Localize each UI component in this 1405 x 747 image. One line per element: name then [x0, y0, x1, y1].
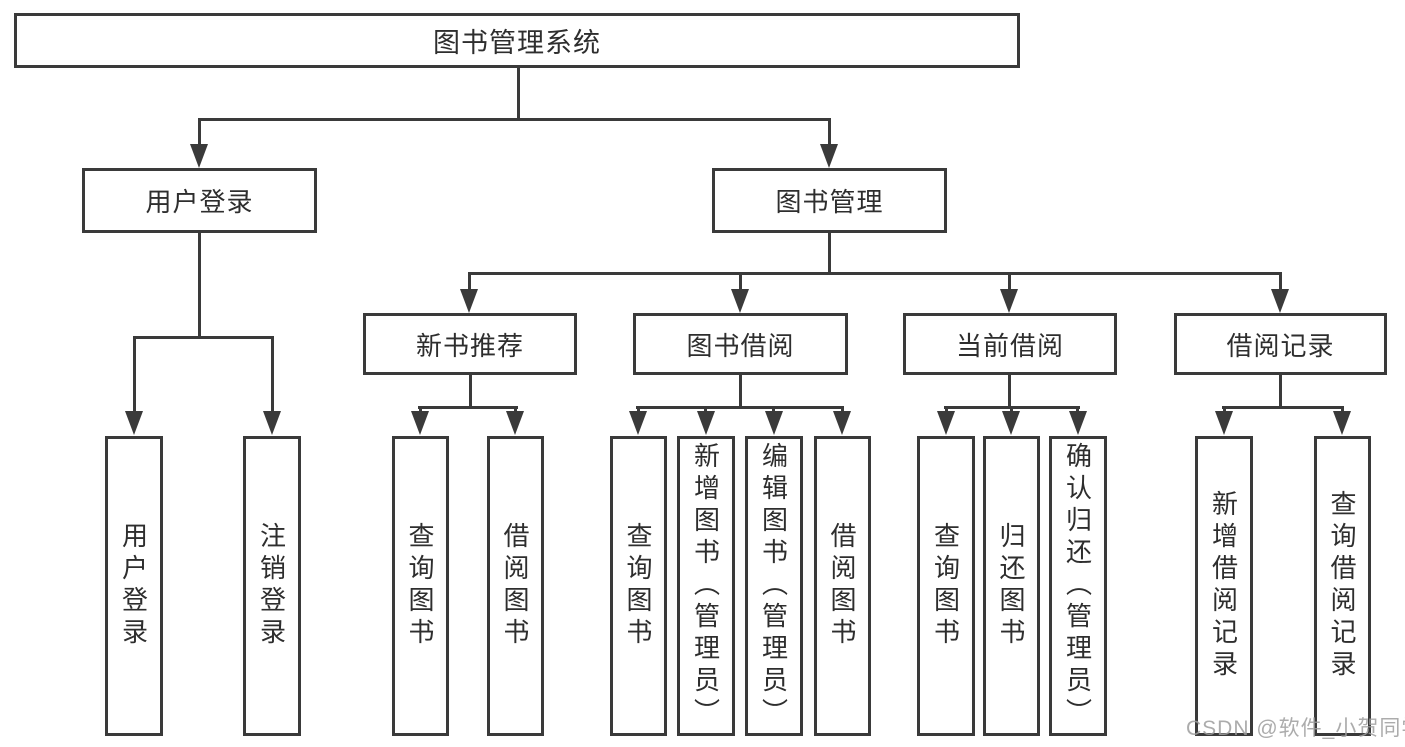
arrow-into-leaf-logout-icon [263, 411, 281, 435]
arrow-into-leaf-confirm-return-icon [1069, 411, 1087, 435]
edge-to-book-management [828, 118, 831, 146]
arrow-into-new-book-icon [460, 289, 478, 313]
leaf-borrow-books-b: 借阅图书 [814, 436, 871, 736]
edge-to-leaf-confirm-return [1076, 406, 1079, 414]
leaf-borrow-books-a: 借阅图书 [487, 436, 544, 736]
edge-borrow-records-branch [1222, 406, 1344, 409]
leaf-query-books-c: 查询图书 [917, 436, 975, 736]
edge-book-management-branch [468, 272, 1282, 275]
edge-to-new-book [468, 272, 471, 291]
edge-to-leaf-add-record [1223, 406, 1226, 414]
edge-book-borrow-branch [636, 406, 844, 409]
node-current-borrow-label: 当前借阅 [955, 330, 1064, 361]
arrow-into-leaf-query-books-a-icon [411, 411, 429, 435]
edge-new-book-branch [418, 406, 518, 409]
arrow-into-user-login-icon [190, 144, 208, 168]
leaf-query-books-b: 查询图书 [610, 436, 667, 736]
edge-root-stem [517, 68, 520, 118]
node-borrow-records: 借阅记录 [1174, 313, 1387, 375]
arrow-into-leaf-borrow-books-b-icon [833, 411, 851, 435]
node-library-system: 图书管理系统 [14, 13, 1020, 68]
edge-user-login-branch [133, 336, 274, 339]
leaf-return-books-label: 归还图书 [996, 522, 1026, 650]
edge-to-book-borrow [739, 272, 742, 291]
edge-to-leaf-return-books [1010, 406, 1013, 414]
leaf-query-books-a: 查询图书 [392, 436, 449, 736]
node-user-login-label: 用户登录 [145, 187, 254, 217]
node-borrow-records-label: 借阅记录 [1226, 330, 1335, 361]
node-book-borrow: 图书借阅 [633, 313, 848, 375]
edge-to-leaf-query-record [1341, 406, 1344, 414]
edge-user-login-stem [198, 233, 201, 338]
leaf-query-borrow-record-label: 查询借阅记录 [1327, 490, 1357, 682]
leaf-confirm-return-admin: 确认归还（管理员） [1049, 436, 1107, 736]
leaf-add-books-admin-label: 新增图书（管理员） [690, 442, 721, 730]
arrow-into-leaf-query-record-icon [1333, 411, 1351, 435]
node-book-management: 图书管理 [712, 168, 947, 233]
leaf-query-books-a-label: 查询图书 [405, 522, 435, 650]
edge-borrow-records-stem [1279, 375, 1282, 408]
arrow-into-leaf-return-books-icon [1002, 411, 1020, 435]
edge-to-leaf-logout [271, 336, 274, 413]
edge-current-borrow-stem [1008, 375, 1011, 408]
edge-to-current-borrow [1008, 272, 1011, 291]
arrow-into-leaf-edit-books-icon [765, 411, 783, 435]
arrow-into-leaf-add-record-icon [1215, 411, 1233, 435]
node-library-system-label: 图书管理系统 [433, 28, 601, 58]
leaf-logout: 注销登录 [243, 436, 301, 736]
arrow-into-leaf-add-books-icon [697, 411, 715, 435]
edge-to-user-login [198, 118, 201, 146]
edge-new-book-stem [469, 375, 472, 408]
leaf-user-login-label: 用户登录 [118, 522, 149, 650]
edge-to-leaf-edit-books [772, 406, 775, 414]
arrow-into-leaf-query-books-c-icon [937, 411, 955, 435]
edge-to-leaf-login [133, 336, 136, 413]
leaf-borrow-books-b-label: 借阅图书 [827, 522, 857, 650]
leaf-return-books: 归还图书 [983, 436, 1040, 736]
leaf-query-books-b-label: 查询图书 [623, 522, 653, 650]
arrow-into-leaf-borrow-books-a-icon [506, 411, 524, 435]
leaf-user-login: 用户登录 [105, 436, 163, 736]
leaf-add-borrow-record-label: 新增借阅记录 [1208, 490, 1239, 682]
arrow-into-leaf-login-icon [125, 411, 143, 435]
node-new-book-recommend: 新书推荐 [363, 313, 577, 375]
edge-to-leaf-query-books-a [419, 406, 422, 414]
leaf-edit-books-admin: 编辑图书（管理员） [745, 436, 803, 736]
edge-root-branch [198, 118, 831, 121]
leaf-query-books-c-label: 查询图书 [930, 522, 961, 650]
leaf-logout-label: 注销登录 [256, 522, 287, 650]
leaf-edit-books-admin-label: 编辑图书（管理员） [758, 442, 789, 730]
leaf-add-borrow-record: 新增借阅记录 [1195, 436, 1253, 736]
edge-to-leaf-add-books [704, 406, 707, 414]
arrow-into-current-borrow-icon [1000, 289, 1018, 313]
arrow-into-borrow-records-icon [1271, 289, 1289, 313]
arrow-into-book-management-icon [820, 144, 838, 168]
edge-to-borrow-records [1279, 272, 1282, 291]
leaf-query-borrow-record: 查询借阅记录 [1314, 436, 1371, 736]
leaf-borrow-books-a-label: 借阅图书 [500, 522, 530, 650]
edge-book-borrow-stem [739, 375, 742, 408]
node-new-book-recommend-label: 新书推荐 [415, 330, 524, 361]
arrow-into-leaf-query-books-b-icon [629, 411, 647, 435]
node-book-management-label: 图书管理 [775, 187, 884, 217]
arrow-into-book-borrow-icon [731, 289, 749, 313]
leaf-add-books-admin: 新增图书（管理员） [677, 436, 735, 736]
node-current-borrow: 当前借阅 [903, 313, 1117, 375]
edge-to-leaf-borrow-books-a [514, 406, 517, 414]
edge-book-management-stem [828, 233, 831, 274]
node-user-login: 用户登录 [82, 168, 317, 233]
edge-to-leaf-query-books-b [637, 406, 640, 414]
leaf-confirm-return-admin-label: 确认归还（管理员） [1062, 442, 1093, 730]
csdn-watermark: CSDN @软件_小贺同学 [1186, 717, 1405, 740]
edge-to-leaf-query-books-c [945, 406, 948, 414]
node-book-borrow-label: 图书借阅 [686, 330, 795, 361]
edge-to-leaf-borrow-books-b [841, 406, 844, 414]
